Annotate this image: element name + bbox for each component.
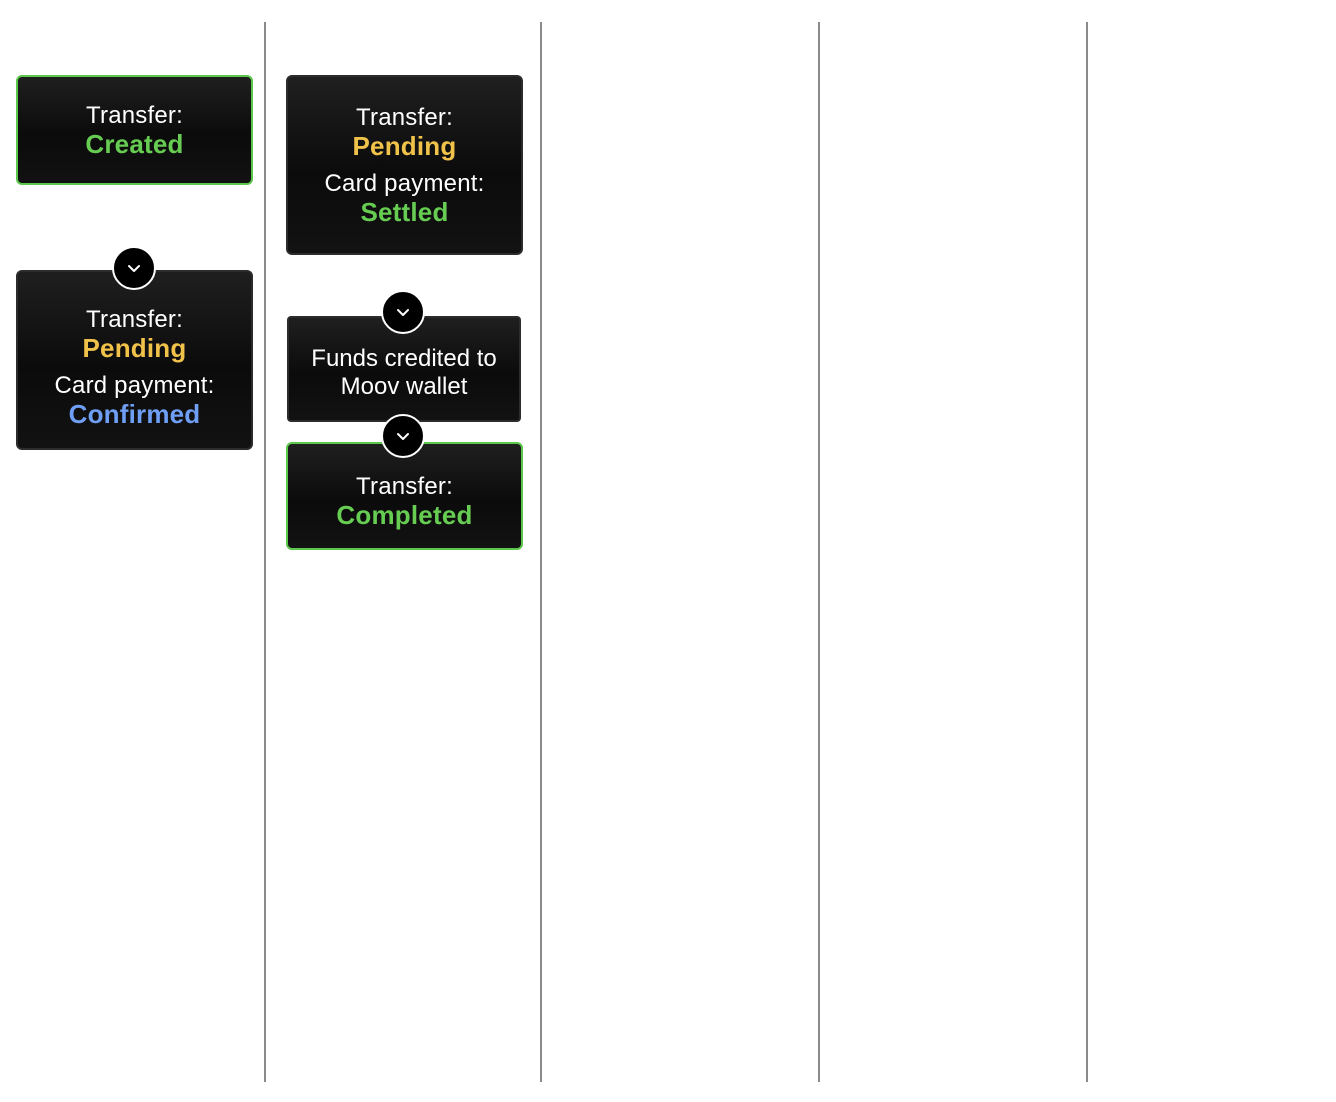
card-payment-status: Confirmed: [68, 399, 201, 429]
transfer-status: Pending: [82, 333, 187, 363]
card-payment-status: Settled: [360, 197, 449, 227]
transfer-status: Pending: [352, 131, 457, 161]
chevron-down-icon: [112, 246, 156, 290]
chevron-down-icon: [381, 414, 425, 458]
transfer-created-card: Transfer: Created: [16, 75, 253, 185]
funds-credited-line1: Funds credited to: [311, 345, 497, 372]
transfer-status: Completed: [336, 500, 473, 530]
column-divider: [818, 22, 820, 1082]
card-payment-confirmed-card: Transfer: Pending Card payment: Confirme…: [16, 270, 253, 450]
column-divider: [264, 22, 266, 1082]
card-payment-label: Card payment:: [54, 372, 215, 399]
card-payment-settled-card: Transfer: Pending Card payment: Settled: [286, 75, 523, 255]
transfer-label: Transfer:: [86, 102, 183, 129]
transfer-label: Transfer:: [86, 306, 183, 333]
transfer-status: Created: [85, 129, 184, 159]
chevron-down-icon: [381, 290, 425, 334]
column-divider: [540, 22, 542, 1082]
transfer-label: Transfer:: [356, 104, 453, 131]
funds-credited-line2: Moov wallet: [340, 373, 468, 400]
column-divider: [1086, 22, 1088, 1082]
card-payment-label: Card payment:: [324, 170, 485, 197]
transfer-completed-card: Transfer: Completed: [286, 442, 523, 550]
transfer-label: Transfer:: [356, 473, 453, 500]
